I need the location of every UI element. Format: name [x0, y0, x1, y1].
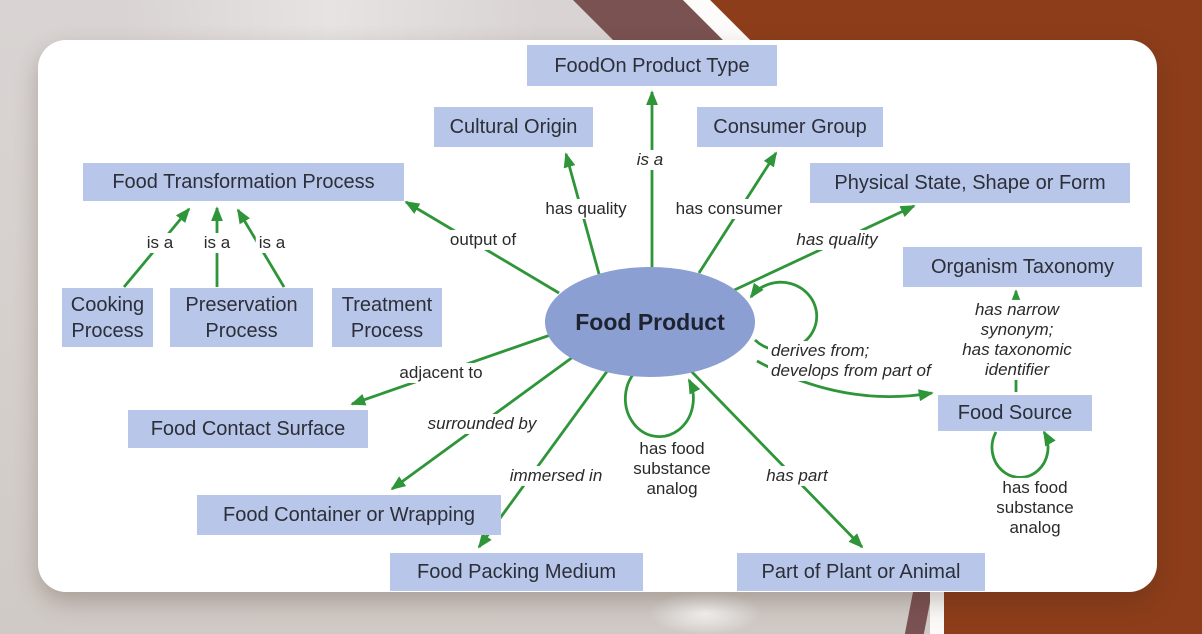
edge-label-is-a-preservation: is a	[200, 232, 234, 254]
edge-label-output-of: output of	[446, 229, 520, 251]
diagram-card: is a has quality has consumer has qualit…	[38, 40, 1157, 592]
edge-label-adjacent-to: adjacent to	[396, 362, 486, 384]
node-food-container-or-wrapping: Food Container or Wrapping	[197, 495, 501, 535]
background-mauve-stripe-bottom	[904, 592, 932, 634]
edge-label-is-a-foodon: is a	[633, 149, 667, 171]
node-preservation-process: Preservation Process	[170, 288, 313, 347]
node-treatment-process: Treatment Process	[332, 288, 442, 347]
node-physical-state-shape-or-form: Physical State, Shape or Form	[810, 163, 1130, 203]
edge-label-surrounded-by: surrounded by	[424, 413, 540, 435]
edge-label-immersed-in: immersed in	[506, 465, 606, 487]
node-foodon-product-type: FoodOn Product Type	[527, 45, 777, 86]
edge-label-has-quality-cultural-origin: has quality	[542, 198, 630, 220]
background-photo-highlight-top	[120, 0, 540, 40]
background-photo-highlight-bottom	[650, 592, 760, 634]
edge-label-has-food-substance-analog-product: has food substance analog	[630, 438, 714, 500]
edge-label-is-a-treatment: is a	[255, 232, 289, 254]
edge-label-derives-from: derives from; develops from part of	[768, 341, 934, 382]
edge-label-has-narrow-synonym: has narrow synonym; has taxonomic identi…	[947, 299, 1087, 381]
node-food-source: Food Source	[938, 395, 1092, 431]
node-food-packing-medium: Food Packing Medium	[390, 553, 643, 591]
edge-self-loop-food-product-analog	[623, 370, 701, 439]
background-white-stripe-bottom	[930, 592, 944, 634]
edge-label-has-quality-physical-state: has quality	[793, 229, 881, 251]
edge-label-has-consumer: has consumer	[672, 198, 786, 220]
node-food-contact-surface: Food Contact Surface	[128, 410, 368, 448]
edge-self-loop-food-source-analog	[990, 430, 1056, 479]
edge-has-part	[689, 370, 864, 549]
node-consumer-group: Consumer Group	[697, 107, 883, 147]
node-cultural-origin: Cultural Origin	[434, 107, 593, 147]
node-part-of-plant-or-animal: Part of Plant or Animal	[737, 553, 985, 591]
node-food-product: Food Product	[545, 267, 755, 377]
node-food-transformation-process: Food Transformation Process	[83, 163, 404, 201]
edge-label-has-part: has part	[763, 465, 831, 487]
edge-label-is-a-cooking: is a	[143, 232, 177, 254]
edge-label-has-food-substance-analog-source: has food substance analog	[993, 477, 1077, 539]
edge-self-loop-food-product-derives	[749, 280, 819, 352]
node-organism-taxonomy: Organism Taxonomy	[903, 247, 1142, 287]
node-cooking-process: Cooking Process	[62, 288, 153, 347]
